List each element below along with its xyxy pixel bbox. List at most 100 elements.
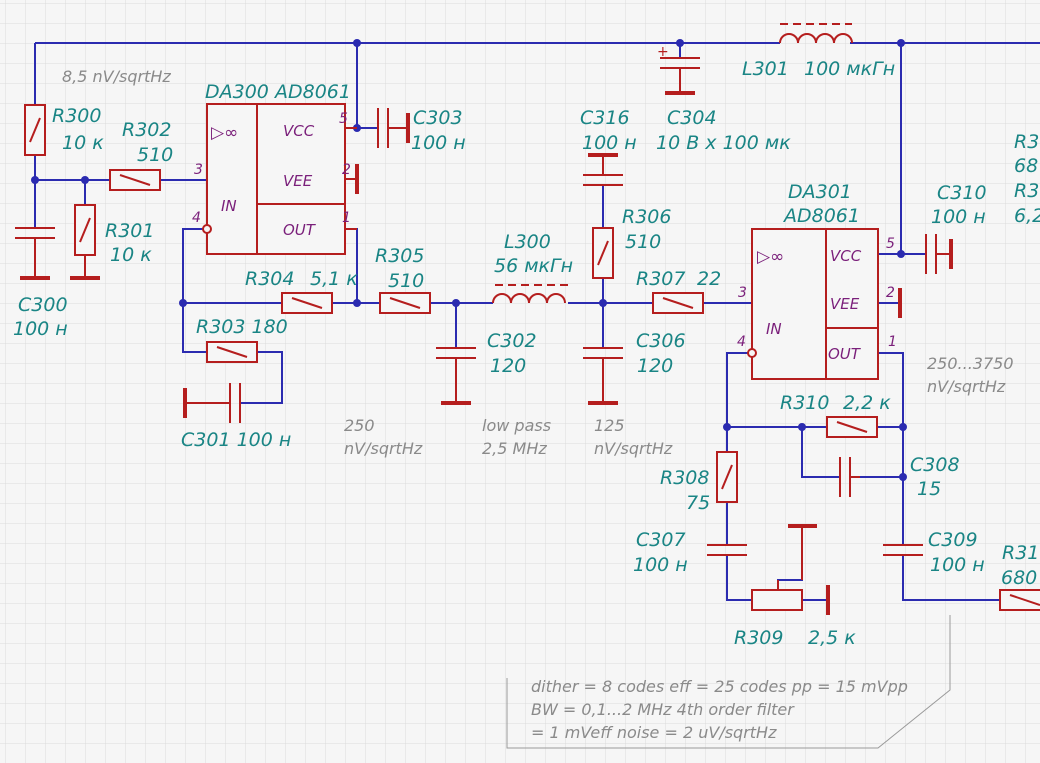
da300-pin1: 1 bbox=[342, 210, 351, 226]
c308-ref: C308 bbox=[910, 454, 960, 476]
r300-val: 10 к bbox=[62, 132, 104, 154]
r307-val: 22 bbox=[697, 268, 721, 290]
capacitor-c307[interactable] bbox=[707, 544, 747, 556]
l300-val: 56 мкГн bbox=[494, 255, 573, 277]
c304-val: 10 В x 100 мк bbox=[656, 132, 791, 154]
resistor-r304[interactable] bbox=[281, 292, 333, 314]
resistor-r305[interactable] bbox=[379, 292, 431, 314]
note-dither-line3: = 1 mVeff noise = 2 uV/sqrtHz bbox=[531, 723, 777, 742]
l301-ref: L301 bbox=[742, 58, 789, 80]
r302-val: 510 bbox=[137, 144, 173, 166]
note-dither-line1: dither = 8 codes eff = 25 codes pp = 15 … bbox=[531, 677, 908, 696]
note-dither-line2: BW = 0,1...2 MHz 4th order filter bbox=[531, 700, 795, 719]
inductor-l301[interactable] bbox=[779, 23, 853, 44]
note-noise-output-unit: nV/sqrtHz bbox=[927, 377, 1006, 396]
da300-vee: VEE bbox=[283, 172, 313, 190]
c306-ref: C306 bbox=[636, 330, 686, 352]
note-frame bbox=[506, 615, 951, 749]
note-noise-mid-unit: nV/sqrtHz bbox=[344, 439, 423, 458]
r306-ref: R306 bbox=[622, 206, 671, 228]
r309-val: 2,5 к bbox=[808, 627, 856, 649]
da300-vcc: VCC bbox=[283, 122, 315, 140]
junctions bbox=[31, 39, 907, 481]
da300-pin4: 4 bbox=[192, 210, 201, 226]
inductor-l300[interactable] bbox=[492, 284, 568, 304]
da301-pin2: 2 bbox=[886, 285, 895, 301]
da300-pin3: 3 bbox=[194, 162, 203, 178]
da301-in: IN bbox=[766, 320, 782, 338]
resistor-r307[interactable] bbox=[652, 292, 704, 314]
c302-val: 120 bbox=[490, 355, 526, 377]
da301-pin1: 1 bbox=[888, 334, 897, 350]
r308-ref: R308 bbox=[660, 467, 709, 489]
r301-ref: R301 bbox=[105, 220, 154, 242]
note-lowpass-freq: 2,5 MHz bbox=[482, 439, 547, 458]
capacitor-c309[interactable] bbox=[883, 544, 923, 556]
resistor-r306[interactable] bbox=[592, 227, 614, 279]
c300-val: 100 н bbox=[13, 318, 68, 340]
r308-val: 75 bbox=[686, 492, 710, 514]
resistor-r308[interactable] bbox=[716, 451, 738, 503]
da301-vee: VEE bbox=[830, 295, 860, 313]
capacitor-c300[interactable] bbox=[15, 227, 55, 280]
r306-val: 510 bbox=[625, 231, 661, 253]
c303-val: 100 н bbox=[411, 132, 466, 154]
potentiometer-r309[interactable] bbox=[751, 524, 830, 615]
c303-ref: C303 bbox=[413, 107, 463, 129]
capacitor-c301[interactable] bbox=[183, 383, 241, 423]
capacitor-c302[interactable] bbox=[436, 347, 476, 405]
r31x-val1: 68 bbox=[1014, 155, 1038, 177]
capacitor-c310[interactable] bbox=[925, 234, 953, 274]
da300-in: IN bbox=[221, 197, 237, 215]
note-noise-mid-value: 250 bbox=[344, 416, 375, 435]
da301-part: AD8061 bbox=[782, 205, 860, 227]
resistor-r303[interactable] bbox=[206, 341, 258, 363]
r31x-ref2: R3 bbox=[1014, 180, 1039, 202]
l300-ref: L300 bbox=[504, 231, 551, 253]
c302-ref: C302 bbox=[487, 330, 537, 352]
opamp-da301[interactable] bbox=[747, 228, 902, 380]
polarity-mark: + bbox=[657, 44, 669, 60]
r305-val: 510 bbox=[388, 270, 424, 292]
resistor-r301[interactable] bbox=[70, 204, 100, 280]
capacitor-c304[interactable]: + bbox=[657, 44, 700, 95]
resistor-r311[interactable] bbox=[999, 589, 1040, 611]
da300-symbol: ▷∞ bbox=[211, 123, 238, 143]
da301-vcc: VCC bbox=[830, 247, 862, 265]
c307-ref: C307 bbox=[636, 529, 686, 551]
capacitor-c308[interactable] bbox=[839, 457, 860, 497]
da300-pin5: 5 bbox=[339, 111, 348, 127]
r31x-ref: R3 bbox=[1014, 131, 1039, 153]
da300-out: OUT bbox=[283, 221, 317, 239]
da301-pin3: 3 bbox=[738, 285, 747, 301]
r311-ref: R311 bbox=[1002, 542, 1040, 564]
r31x-val2: 6,2 bbox=[1014, 205, 1040, 227]
opamp-da300[interactable] bbox=[202, 103, 359, 255]
da300-part: AD8061 bbox=[273, 81, 351, 103]
capacitor-c316[interactable] bbox=[583, 153, 623, 186]
c309-val: 100 н bbox=[930, 554, 985, 576]
l301-val: 100 мкГн bbox=[804, 58, 895, 80]
r311-val: 680 bbox=[1001, 567, 1037, 589]
r304-val: 5,1 к bbox=[310, 268, 358, 290]
c304-ref: C304 bbox=[667, 107, 717, 129]
da301-pin5: 5 bbox=[886, 236, 895, 252]
da300-pin2: 2 bbox=[342, 162, 351, 178]
resistor-r300[interactable] bbox=[24, 104, 46, 156]
c310-ref: C310 bbox=[937, 182, 987, 204]
c310-val: 100 н bbox=[931, 206, 986, 228]
resistor-r302[interactable] bbox=[109, 169, 161, 191]
c316-val: 100 н bbox=[582, 132, 637, 154]
capacitor-c303[interactable] bbox=[377, 108, 410, 148]
c316-ref: C316 bbox=[580, 107, 630, 129]
note-lowpass-label: low pass bbox=[482, 416, 551, 435]
da301-out: OUT bbox=[828, 345, 862, 363]
capacitor-c306[interactable] bbox=[583, 347, 623, 405]
resistor-r310[interactable] bbox=[826, 416, 878, 438]
c307-val: 100 н bbox=[633, 554, 688, 576]
c306-val: 120 bbox=[637, 355, 673, 377]
da301-pin4: 4 bbox=[737, 334, 746, 350]
c308-val: 15 bbox=[917, 478, 941, 500]
